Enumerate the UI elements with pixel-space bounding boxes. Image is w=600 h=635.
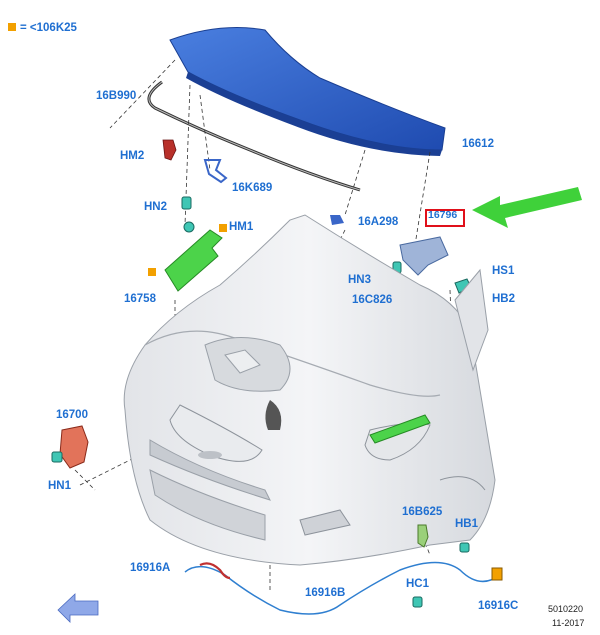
legend-marker-hm1 <box>219 224 227 232</box>
label-hb2[interactable]: HB2 <box>492 293 516 305</box>
label-16b625[interactable]: 16B625 <box>402 506 443 518</box>
legend: = <106K25 <box>8 22 77 34</box>
label-hn2[interactable]: HN2 <box>144 201 168 213</box>
label-16b990[interactable]: 16B990 <box>96 90 137 102</box>
clip-16a298[interactable] <box>330 215 344 225</box>
label-hc1[interactable]: HC1 <box>406 578 430 590</box>
label-16916b[interactable]: 16916B <box>305 587 346 599</box>
legend-text: = <106K25 <box>20 22 77 34</box>
label-16700[interactable]: 16700 <box>56 409 88 421</box>
label-hs1[interactable]: HS1 <box>492 265 515 277</box>
label-hm1[interactable]: HM1 <box>229 221 254 233</box>
label-hb1[interactable]: HB1 <box>455 518 479 530</box>
bracket-16758[interactable] <box>164 229 223 292</box>
label-16a298[interactable]: 16A298 <box>358 216 399 228</box>
cable-end-16916c[interactable] <box>491 567 503 581</box>
navigation-arrow-icon[interactable] <box>57 593 99 623</box>
hinge-16796[interactable] <box>399 236 449 276</box>
label-16916a[interactable]: 16916A <box>130 562 171 574</box>
label-hn1[interactable]: HN1 <box>48 480 72 492</box>
hood-panel[interactable] <box>169 27 446 151</box>
green-seal-strip[interactable] <box>369 414 431 444</box>
legend-marker-bracket <box>148 268 156 276</box>
label-hn3[interactable]: HN3 <box>348 274 372 286</box>
label-hm2[interactable]: HM2 <box>120 150 145 162</box>
label-16c826[interactable]: 16C826 <box>352 294 393 306</box>
hm1-fastener[interactable] <box>183 221 195 233</box>
hc1-clip[interactable] <box>412 596 423 608</box>
highlight-box <box>425 209 465 227</box>
label-16758[interactable]: 16758 <box>124 293 156 305</box>
legend-swatch <box>8 23 16 31</box>
diagram-date: 11-2017 <box>552 618 585 628</box>
hn1-fastener[interactable] <box>51 451 63 463</box>
hn2-fastener[interactable] <box>181 196 192 210</box>
vehicle-front <box>123 214 496 566</box>
hm2-bumper[interactable] <box>162 139 177 161</box>
label-16796[interactable]: 16796 <box>428 209 458 221</box>
label-16612[interactable]: 16612 <box>462 138 494 150</box>
diagram-code: 5010220 <box>548 604 584 614</box>
label-16916c[interactable]: 16916C <box>478 600 519 612</box>
hb1-bolt[interactable] <box>459 542 470 553</box>
callout-arrow-icon <box>472 187 582 228</box>
handle-16b625[interactable] <box>417 524 429 548</box>
label-16k689[interactable]: 16K689 <box>232 182 273 194</box>
latch-16700[interactable] <box>59 425 89 469</box>
hood-clip-16k689[interactable] <box>203 159 228 184</box>
